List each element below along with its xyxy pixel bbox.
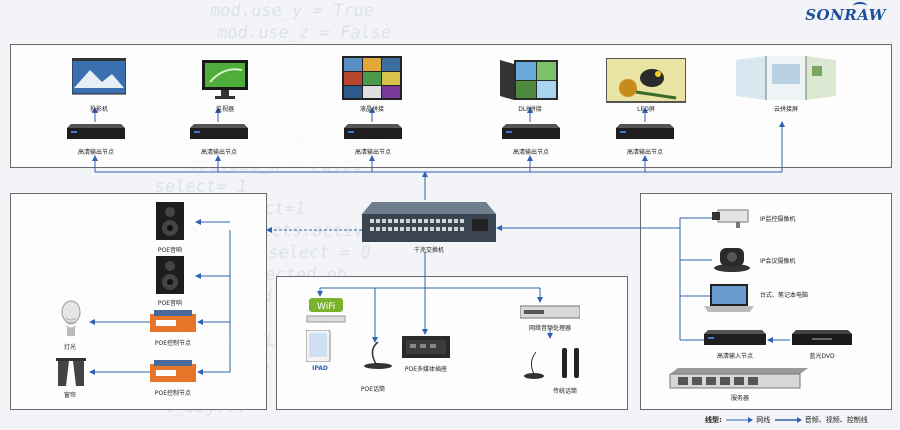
output-node-label-3: 高清输出节点 — [354, 149, 391, 156]
ip-camera-label: IP监控摄像机 — [760, 216, 796, 223]
input-node-label: 高清输入节点 — [716, 353, 753, 360]
svg-text:WiFi: WiFi — [317, 302, 335, 312]
display-label-cloud: 云拼接屏 — [773, 106, 798, 113]
poe-microphone — [354, 340, 394, 370]
poe-speaker-2 — [156, 256, 184, 294]
output-node-label-4: 高清输出节点 — [512, 149, 549, 156]
output-node-label-2: 高清输出节点 — [200, 149, 237, 156]
cloud-splice-screen — [736, 56, 836, 102]
poe-mic-label: POE话筒 — [360, 386, 386, 393]
poe-multimedia-socket — [402, 336, 450, 358]
ipad-tablet — [305, 329, 334, 363]
laptop-computer — [704, 284, 754, 312]
left-control-panel — [10, 193, 267, 410]
switch-label: 千兆交换机 — [413, 247, 444, 254]
conf-camera-label: IP会议摄像机 — [760, 258, 796, 265]
projector-screen — [71, 57, 127, 100]
hd-output-node-3 — [344, 124, 402, 140]
display-label-dlp-wall: DLP拼接 — [518, 106, 542, 113]
ip-surveillance-camera — [712, 206, 752, 228]
hd-output-node-5 — [616, 124, 674, 140]
speaker-label-1: POE音响 — [157, 247, 183, 254]
poe-control-node-2 — [150, 360, 196, 384]
hd-output-node-2 — [190, 124, 248, 140]
display-label-led: LED屏 — [637, 106, 655, 113]
speaker-label-2: POE音响 — [157, 300, 183, 307]
poe-socket-label: POE多媒体插座 — [404, 366, 448, 373]
poe-control-node-1 — [150, 310, 196, 334]
light-bulb — [58, 300, 84, 340]
rack-server — [668, 368, 808, 390]
legend-network-label: 网线 — [756, 416, 771, 424]
dlp-video-wall — [500, 56, 558, 102]
server-label: 服务器 — [730, 395, 749, 402]
led-screen — [605, 57, 687, 104]
lcd-video-wall — [342, 56, 402, 102]
curtain — [56, 358, 86, 388]
control-node-label-2: POE控制节点 — [154, 390, 192, 397]
legend-title: 线型: — [705, 416, 722, 424]
network-audio-processor — [519, 304, 581, 320]
output-node-label-1: 高清输出节点 — [77, 149, 114, 156]
traditional-microphones — [520, 344, 590, 384]
control-node-label-1: POE控制节点 — [154, 340, 192, 347]
hd-input-node — [704, 330, 766, 346]
poe-speaker-1 — [156, 202, 184, 240]
dvd-label: 蓝光DVD — [809, 353, 835, 360]
trad-mic-label: 传统话筒 — [552, 388, 577, 395]
hd-output-node-1 — [67, 124, 125, 140]
legend-av-line — [774, 417, 802, 423]
display-label-monitor: 监视器 — [215, 106, 234, 113]
ipad-label: IPAD — [312, 365, 328, 372]
pc-label: 台式、笔记本电脑 — [760, 292, 809, 299]
output-node-label-5: 高清输出节点 — [626, 149, 663, 156]
ip-conference-camera — [712, 246, 752, 272]
monitor — [202, 60, 248, 102]
gigabit-switch — [362, 202, 496, 244]
audio-processor-label: 网络音频处理器 — [528, 325, 571, 332]
legend-network-line — [726, 417, 754, 423]
brand-logo: SONRAW — [805, 2, 886, 24]
display-label-lcd-wall: 液晶拼接 — [359, 106, 384, 113]
display-label-projector: 投影机 — [89, 106, 108, 113]
wifi-router: WiFi — [305, 296, 347, 326]
light-label: 灯光 — [63, 344, 76, 351]
line-type-legend: 线型: 网线 音频、视频、控制线 — [705, 415, 868, 425]
bluray-dvd — [792, 330, 852, 346]
legend-av-label: 音频、视频、控制线 — [804, 416, 868, 424]
hd-output-node-4 — [502, 124, 560, 140]
curtain-label: 窗帘 — [63, 392, 76, 399]
